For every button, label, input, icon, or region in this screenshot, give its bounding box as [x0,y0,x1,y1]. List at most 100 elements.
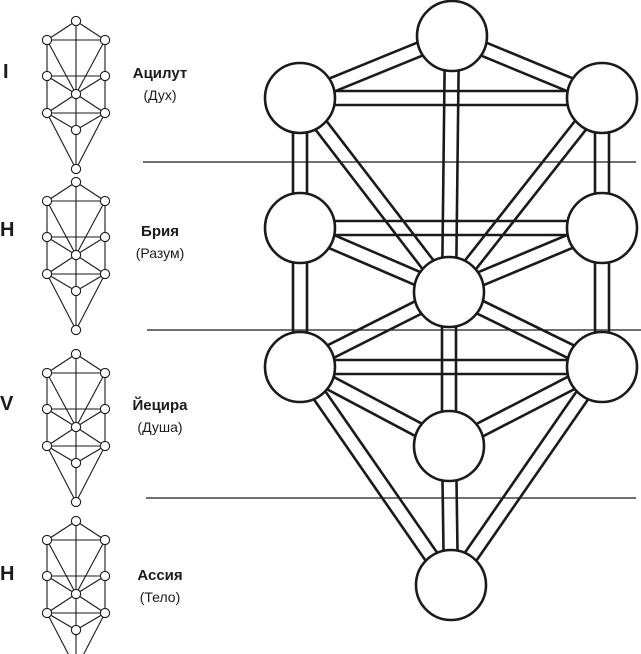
small-sephira-malkuth [70,324,82,336]
world-assiah: H Ассия (Тело) [0,563,183,605]
small-path [46,612,69,654]
sephira-netzach [565,330,639,404]
sephira-malkuth [414,548,488,622]
world-labels: I Ацилут (Дух) H Брия (Разум) V Йецира (… [0,61,188,605]
small-path [46,520,77,541]
small-path [75,112,106,131]
sephira-chokmah [565,61,639,135]
small-trees [41,15,111,654]
path-chesed-gevurah [300,219,602,237]
path-rail [454,36,461,293]
small-path [46,112,77,131]
small-path [75,93,106,114]
small-sephira-malkuth [70,163,82,175]
small-tree-assiah [41,515,111,654]
small-path [75,353,106,374]
small-path [75,575,106,595]
small-sephira-hod [41,440,53,452]
world-subtitle-3: (Душа) [137,419,182,435]
path-rail [442,92,598,289]
small-path [75,273,106,292]
path-keter-tiferet [440,35,461,293]
small-sephira-gevurah [41,403,53,415]
small-sephira-keter [70,176,82,188]
world-subtitle-2: (Разум) [136,245,185,261]
small-tree-yetzirah [41,348,111,508]
world-atziluth: I Ацилут (Дух) [3,61,187,103]
small-path [46,273,77,292]
path-rail [293,101,445,298]
world-letter-1: I [3,61,9,83]
sephira-gevurah [263,191,337,265]
small-path [46,575,77,595]
small-path [46,612,77,631]
path-rail [304,362,458,582]
small-path [75,445,106,464]
world-letter-2: H [0,219,14,241]
small-path [75,273,106,331]
small-path [46,445,77,464]
small-path [75,254,106,275]
small-path [46,426,77,447]
world-briah: H Брия (Разум) [0,219,184,261]
small-tree-briah [41,176,111,336]
small-sephira-keter [70,348,82,360]
small-sephira-gevurah [41,570,53,582]
sephira-yesod [412,409,486,483]
small-sephira-chokmah [99,534,111,546]
small-path [75,75,106,95]
path-rail [293,370,447,590]
small-sephira-yesod [70,457,82,469]
world-name-3: Йецира [132,396,188,414]
small-sephira-chokmah [99,367,111,379]
small-sephira-keter [70,15,82,27]
small-path [75,593,106,614]
small-sephira-keter [70,515,82,527]
small-path [46,39,77,95]
small-path [46,539,77,595]
small-sephira-malkuth [70,496,82,508]
small-sephira-netzach [99,107,111,119]
path-netzach-hod [300,358,602,376]
small-sephira-chesed [99,403,111,415]
small-path [46,200,77,256]
small-sephira-yesod [70,624,82,636]
small-path [46,254,77,275]
small-path [75,408,106,428]
path-rail [444,362,598,582]
world-letter-3: V [0,393,14,415]
small-path [46,236,77,256]
small-path [46,75,77,95]
path-rail [453,101,609,298]
small-sephira-tiferet [70,588,82,600]
world-name-2: Брия [141,223,179,240]
small-path [75,20,106,41]
path-rail [455,370,609,590]
small-path [46,353,77,374]
small-path [46,408,77,428]
path-binah-tiferet [293,92,456,298]
small-path [75,445,106,503]
small-sephira-hod [41,268,53,280]
small-sephira-gevurah [41,231,53,243]
small-sephira-chokmah [99,34,111,46]
small-path [75,539,106,595]
small-sephira-chesed [99,570,111,582]
small-path [75,520,106,541]
small-path [75,181,106,202]
small-sephira-binah [41,34,53,46]
world-letter-4: H [0,563,14,585]
small-sephira-yesod [70,124,82,136]
path-chokmah-tiferet [442,92,609,298]
small-sephira-netzach [99,268,111,280]
small-path [75,236,106,256]
small-path [46,20,77,41]
path-hod-malkuth [293,362,458,590]
world-yetzirah: V Йецира (Душа) [0,393,188,435]
small-sephira-tiferet [70,421,82,433]
world-name-1: Ацилут [133,65,187,82]
small-path [46,181,77,202]
small-sephira-binah [41,367,53,379]
sephira-hod [263,330,337,404]
world-name-4: Ассия [137,567,182,584]
